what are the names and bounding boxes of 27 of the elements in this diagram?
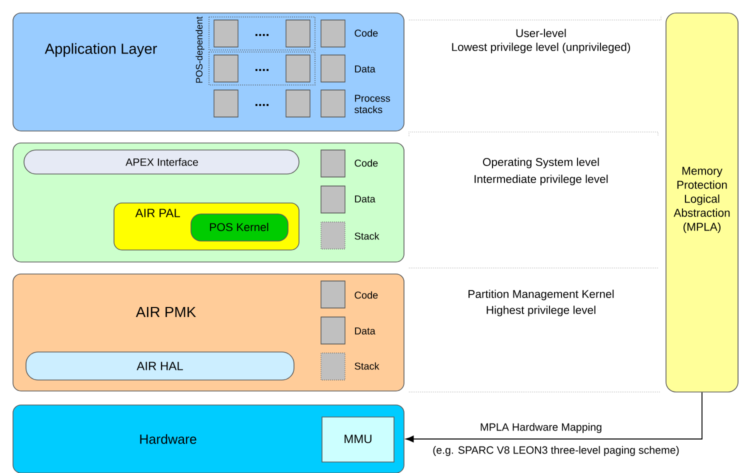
level-label: Highest privilege level	[486, 306, 596, 316]
mapping-note: (e.g. SPARC V8 LEON3 three-level paging scheme)	[433, 446, 679, 456]
edge-label: MPLA Hardware Mapping	[480, 423, 602, 433]
interface-bar: AIR HAL	[26, 352, 294, 380]
component-box: MMU	[322, 416, 394, 462]
rotated-label: POS-dependent	[196, 16, 204, 83]
segment-label: Data	[355, 66, 376, 72]
level-label: Operating System level	[482, 158, 599, 168]
segment-label: Data	[355, 328, 376, 334]
segment-label: Code	[354, 291, 378, 299]
level-label: Intermediate privilege level	[474, 174, 608, 186]
segment-label: Code	[354, 159, 378, 167]
segment-label: Process stacks	[354, 94, 390, 114]
level-label: User-level	[516, 28, 566, 38]
ellipsis: ....	[256, 104, 268, 106]
ellipsis: ....	[256, 34, 268, 36]
segment-label: Stack	[354, 232, 380, 240]
segment-label: Data	[355, 196, 376, 202]
level-label: Partition Management Kernel	[468, 290, 614, 300]
segment-label: Code	[354, 29, 378, 37]
interface-bar: APEX Interface	[24, 150, 300, 174]
abstraction-box: Memory Protection Logical Abstraction (MPLA)	[666, 12, 738, 392]
level-label: Lowest privilege level (unprivileged)	[452, 42, 630, 54]
ellipsis: ....	[256, 69, 268, 71]
arrow	[406, 392, 702, 442]
kernel-box: POS Kernel	[190, 214, 288, 242]
segment-label: Stack	[354, 362, 380, 370]
